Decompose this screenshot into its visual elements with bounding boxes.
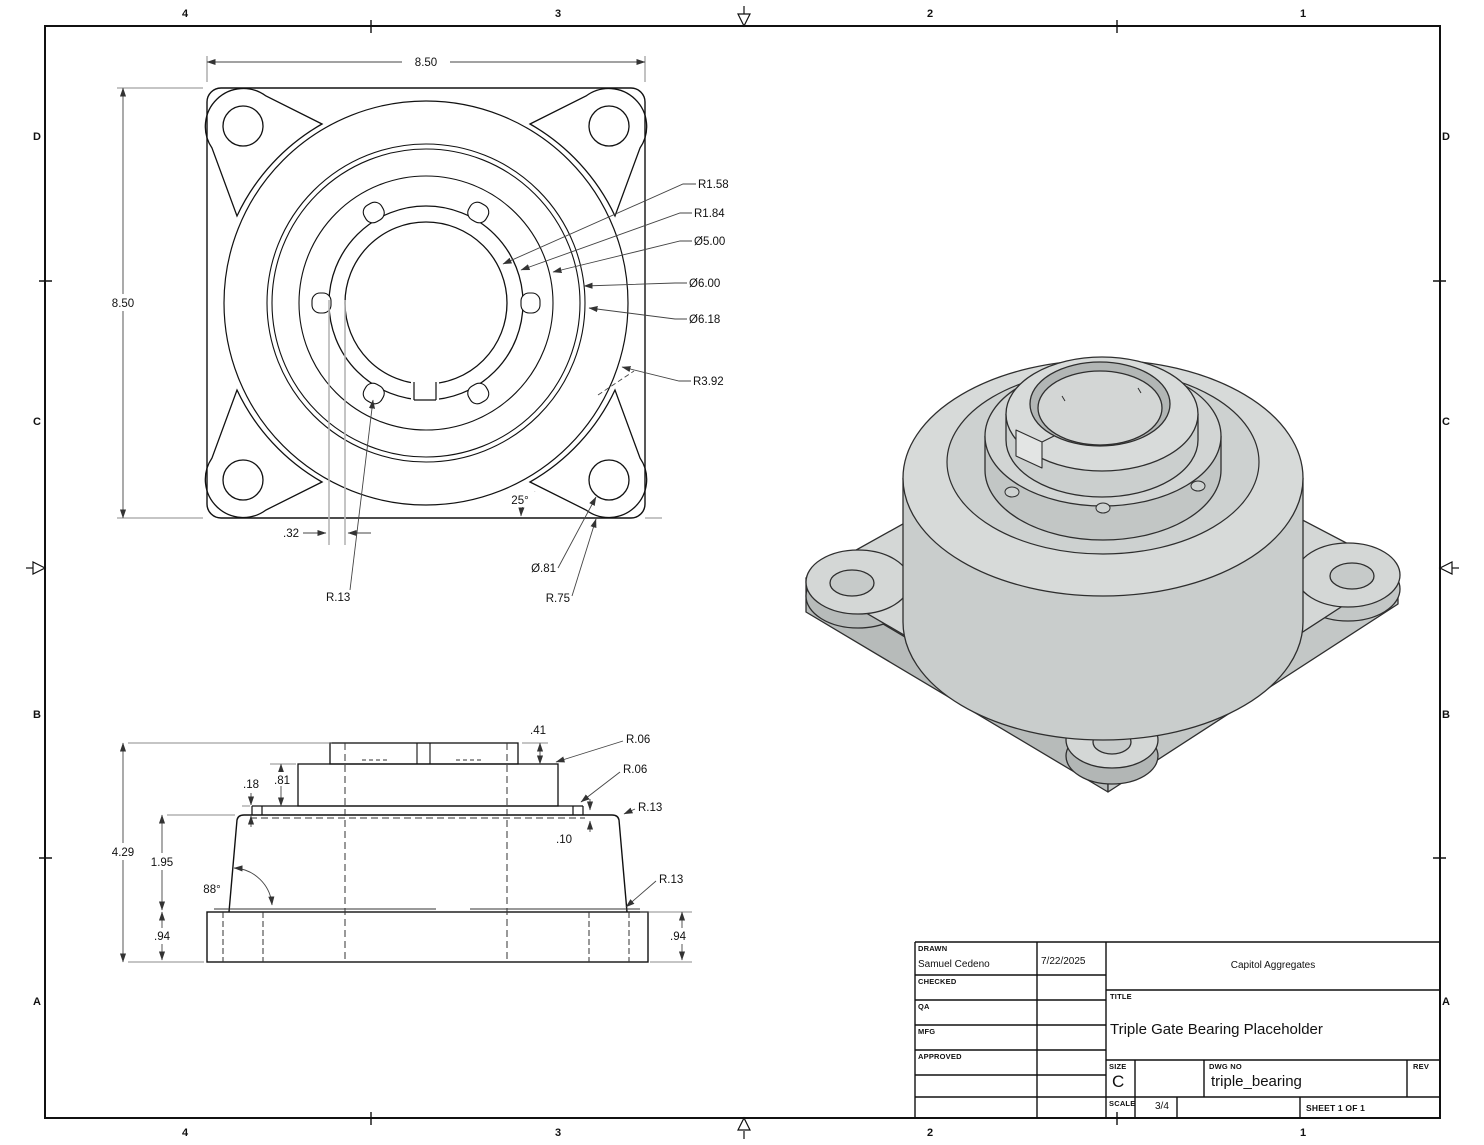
drum-profile: [228, 814, 628, 913]
dim-fillet2: R.06: [623, 764, 647, 776]
zone-col-4-top: 4: [181, 8, 189, 20]
sheet-label: SHEET 1 OF 1: [1306, 1103, 1366, 1113]
sheet-frame: [26, 6, 1459, 1139]
dim-step-height: .18: [243, 779, 259, 791]
dim-r158: R1.58: [698, 179, 729, 191]
isometric-view: [805, 356, 1401, 793]
dim-d600: Ø6.00: [689, 278, 720, 290]
title-label: TITLE: [1110, 992, 1132, 1001]
dim-draft-angle: 88°: [203, 884, 220, 896]
zone-row-b-left: B: [33, 709, 41, 721]
dimension-labels: 8.50 8.50 R1.58 R1.84 Ø5.00 Ø6.00 Ø6.18 …: [100, 52, 729, 944]
dim-corner-radius: R.75: [546, 593, 570, 605]
zone-col-3-bottom: 3: [554, 1127, 562, 1139]
zone-col-4-bottom: 4: [181, 1127, 189, 1139]
front-view: [204, 87, 648, 519]
drawn-label: DRAWN: [918, 944, 948, 953]
approved-label: APPROVED: [918, 1052, 962, 1061]
dim-base-height-left: .94: [154, 931, 171, 943]
rev-label: REV: [1413, 1062, 1430, 1071]
qa-label: QA: [918, 1002, 930, 1011]
size-value: C: [1112, 1072, 1125, 1091]
clamp-tabs: [311, 201, 541, 405]
dim-drum-height: 1.95: [151, 857, 173, 869]
scale-value: 3/4: [1155, 1101, 1169, 1112]
drawn-date: 7/22/2025: [1041, 956, 1086, 967]
zone-col-1-bottom: 1: [1299, 1127, 1307, 1139]
dim-fillet3: R.13: [638, 802, 662, 814]
dim-base-height-right: .94: [670, 931, 687, 943]
scale-label: SCALE: [1109, 1099, 1136, 1108]
dwg-no-value: triple_bearing: [1211, 1073, 1302, 1090]
zone-row-b-right: B: [1442, 709, 1450, 721]
checked-label: CHECKED: [918, 977, 957, 986]
bore-circle: [344, 221, 508, 385]
flange-slab: [251, 805, 584, 815]
base-plate: [206, 911, 649, 963]
dim-fillet1: R.06: [626, 734, 650, 746]
dim-front-width: 8.50: [415, 57, 437, 69]
dim-r184: R1.84: [694, 208, 725, 220]
drawing-title: Triple Gate Bearing Placeholder: [1110, 1021, 1323, 1038]
flange-plate-outline: [206, 87, 646, 519]
dim-front-height: 8.50: [112, 298, 134, 310]
corner-gussets: [204, 87, 648, 519]
zone-row-a-left: A: [33, 996, 41, 1008]
insert-ring: [328, 205, 524, 401]
ring-notch: [411, 379, 439, 402]
dim-fillet4: R.13: [659, 874, 683, 886]
company-name: Capitol Aggregates: [1230, 960, 1316, 971]
dim-slot-radius: R.13: [326, 592, 350, 604]
zone-row-a-right: A: [1442, 996, 1450, 1008]
dim-total-height: 4.29: [112, 847, 134, 859]
zone-row-c-right: C: [1442, 416, 1450, 428]
dim-hole-dia: Ø.81: [531, 563, 556, 575]
dim-r392: R3.92: [693, 376, 724, 388]
dim-d618: Ø6.18: [689, 314, 720, 326]
zone-col-1-top: 1: [1299, 8, 1307, 20]
dim-slot-width: .32: [283, 528, 299, 540]
dim-collar-height: .81: [274, 775, 290, 787]
drawn-name: Samuel Cedeno: [918, 959, 990, 970]
dim-d500: Ø5.00: [694, 236, 725, 248]
dim-lip-height: .10: [556, 834, 572, 846]
zone-row-c-left: C: [33, 416, 41, 428]
top-ring: [329, 742, 519, 765]
dwg-no-label: DWG NO: [1209, 1062, 1242, 1071]
zone-col-2-bottom: 2: [926, 1127, 934, 1139]
zone-col-2-top: 2: [926, 8, 934, 20]
zone-row-d-left: D: [33, 131, 41, 143]
title-block-grid: [914, 941, 1440, 1118]
collar-block: [297, 763, 559, 807]
side-view-dims: [119, 740, 692, 963]
dim-ring-height: .41: [530, 725, 546, 737]
zone-row-d-right: D: [1442, 131, 1450, 143]
mfg-label: MFG: [918, 1027, 936, 1036]
side-view: [206, 742, 649, 963]
dim-angle-25: 25°: [511, 495, 528, 507]
front-view-dims: [117, 56, 696, 597]
size-label: SIZE: [1109, 1062, 1127, 1071]
zone-col-3-top: 3: [554, 8, 562, 20]
boss-circle: [223, 100, 629, 506]
